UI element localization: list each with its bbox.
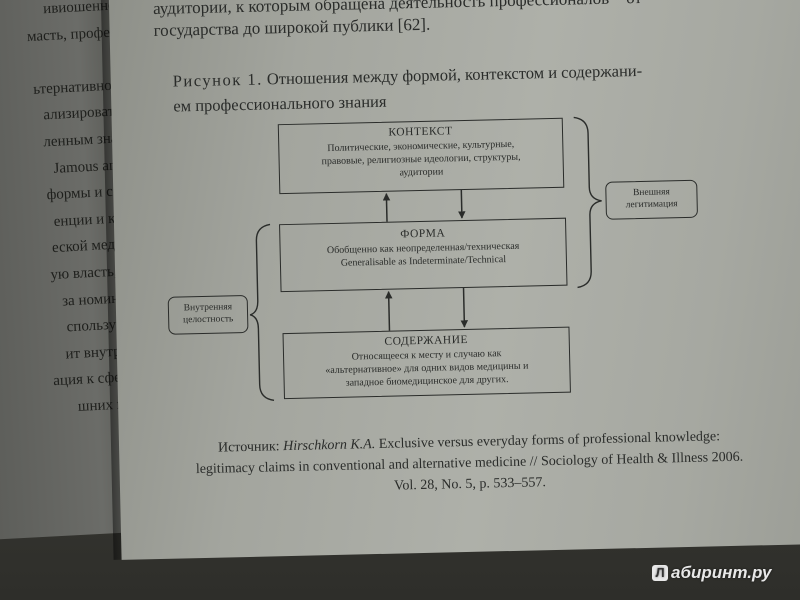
source-text: Vol. 28, No. 5, p. 533–557.	[393, 475, 547, 494]
left-brace	[249, 223, 275, 402]
arrow-form-to-content	[460, 288, 469, 328]
arrow-form-to-context	[382, 192, 391, 222]
figure-source: Источник: Hirschkorn K.A. Exclusive vers…	[189, 426, 750, 502]
source-text: Exclusive versus everyday forms of profe…	[375, 429, 721, 453]
watermark-text: абиринт.ру	[671, 563, 772, 582]
source-author: Hirschkorn K.A.	[282, 437, 376, 455]
labirint-logo-icon: Л	[652, 565, 668, 581]
book-page: аудитории, к которым обращена деятельнос…	[108, 0, 800, 560]
arrow-content-to-form	[385, 290, 393, 331]
diagram-connectors	[249, 116, 602, 402]
arrow-context-to-form	[458, 190, 466, 219]
right-brace	[573, 116, 602, 289]
source-label: Источник:	[217, 439, 284, 456]
